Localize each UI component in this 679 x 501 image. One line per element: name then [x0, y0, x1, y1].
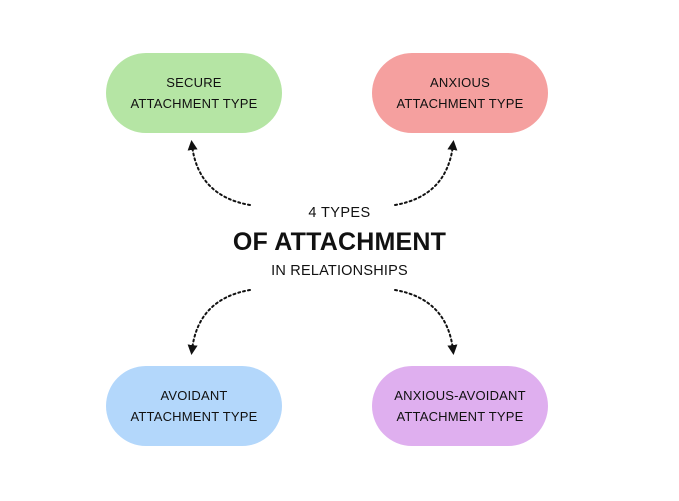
pill-subtitle: ATTACHMENT TYPE [130, 409, 258, 424]
pill-title: ANXIOUS-AVOIDANT [394, 388, 526, 403]
pill-title: AVOIDANT [160, 388, 228, 403]
pill-title: SECURE [166, 75, 222, 90]
secure-attachment-pill: SECURE ATTACHMENT TYPE [106, 53, 282, 133]
center-heading-bottom: IN RELATIONSHIPS [271, 263, 408, 279]
avoidant-attachment-pill: AVOIDANT ATTACHMENT TYPE [106, 366, 282, 446]
center-heading-main: OF ATTACHMENT [232, 228, 447, 256]
pill-subtitle: ATTACHMENT TYPE [396, 409, 524, 424]
pill-subtitle: ATTACHMENT TYPE [396, 96, 524, 111]
center-heading-top: 4 TYPES [308, 205, 371, 221]
pill-subtitle: ATTACHMENT TYPE [130, 96, 258, 111]
arrow-to-anxious-avoidant [394, 289, 458, 355]
pill-title: ANXIOUS [430, 75, 490, 90]
arrow-to-secure [187, 140, 251, 206]
arrow-to-anxious [394, 140, 458, 206]
anxious-avoidant-attachment-pill: ANXIOUS-AVOIDANT ATTACHMENT TYPE [372, 366, 548, 446]
anxious-attachment-pill: ANXIOUS ATTACHMENT TYPE [372, 53, 548, 133]
arrow-to-avoidant [187, 289, 251, 355]
